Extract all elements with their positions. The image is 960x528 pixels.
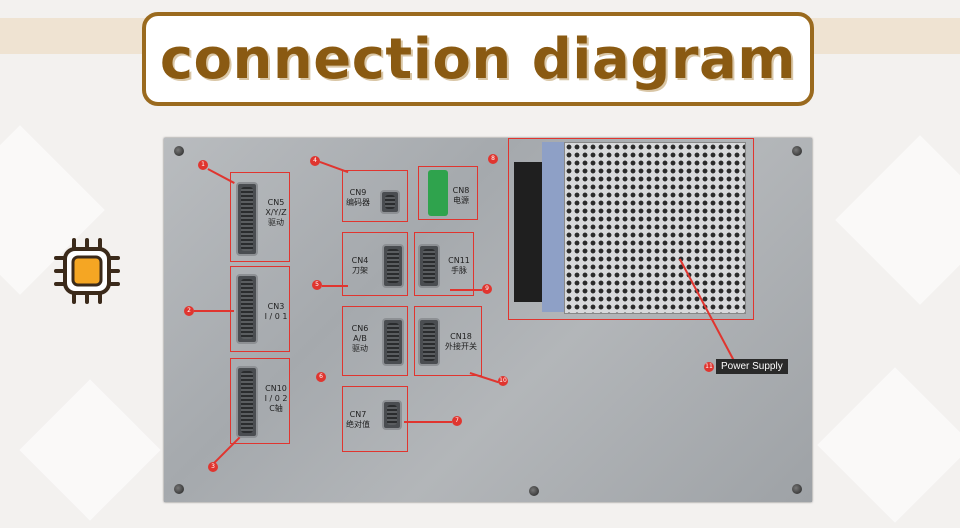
cn10-connector: [236, 366, 258, 438]
cn8-box: [418, 166, 478, 220]
background-tile: [19, 379, 161, 521]
cn8-terminal: [428, 170, 448, 216]
cn10-box: [230, 358, 290, 444]
cn5-box: [230, 172, 290, 262]
power-supply-label: Power Supply: [716, 359, 788, 374]
callout-arrow: [322, 285, 348, 287]
cn18-connector: [418, 318, 440, 366]
callout-badge: 6: [316, 372, 326, 382]
chip-icon: [54, 238, 120, 304]
screw: [792, 484, 802, 494]
background-tile: [817, 367, 960, 523]
cn11-box: [414, 232, 474, 296]
callout-badge: 7: [452, 416, 462, 426]
screw: [529, 486, 539, 496]
psu-terminal-block: [514, 162, 542, 302]
cn4-connector: [382, 244, 404, 288]
cn7-connector: [382, 400, 402, 430]
cn9-connector: [380, 190, 400, 214]
power-supply-unit: [508, 138, 754, 318]
title-box: connection diagram: [142, 12, 814, 106]
callout-badge: 2: [184, 306, 194, 316]
cn4-box: [342, 232, 408, 296]
background-tile: [835, 135, 960, 305]
callout-badge: 3: [208, 462, 218, 472]
cn3-connector: [236, 274, 258, 344]
callout-badge: 4: [310, 156, 320, 166]
cn6-connector: [382, 318, 404, 366]
callout-arrow: [194, 310, 234, 312]
screw: [792, 146, 802, 156]
callout-badge: 9: [482, 284, 492, 294]
cn11-connector: [418, 244, 440, 288]
cn5-connector: [236, 182, 258, 256]
screw: [174, 484, 184, 494]
psu-label-strip: [542, 142, 564, 312]
cn6-box: [342, 306, 408, 376]
callout-badge: 10: [498, 376, 508, 386]
cn7-box: [342, 386, 408, 452]
page-title: connection diagram: [159, 26, 797, 92]
callout-badge: 1: [198, 160, 208, 170]
callout-arrow: [450, 289, 482, 291]
callout-badge: 8: [488, 154, 498, 164]
cn9-box: [342, 170, 408, 222]
callout-badge: 5: [312, 280, 322, 290]
power-supply-box: [508, 138, 754, 320]
screw: [174, 146, 184, 156]
psu-grill: [564, 142, 746, 314]
callout-arrow: [404, 421, 452, 423]
cn3-box: [230, 266, 290, 352]
callout-badge: 11: [704, 362, 714, 372]
cn18-box: [414, 306, 482, 376]
